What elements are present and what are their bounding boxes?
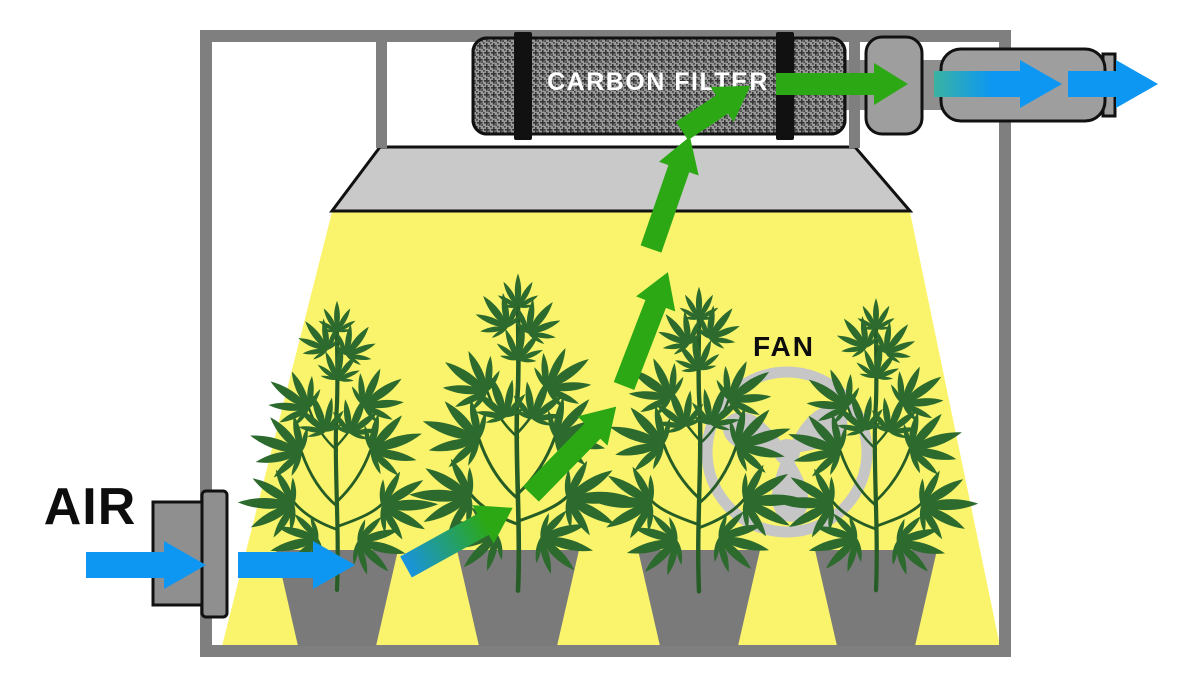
plant-pots bbox=[276, 550, 937, 646]
grow-light-reflector bbox=[329, 145, 914, 213]
airflow-transition-arrow bbox=[400, 505, 513, 578]
green-airflow-arrows bbox=[523, 63, 908, 502]
blue-air-arrows bbox=[86, 60, 1158, 589]
airflow-up-arrow bbox=[640, 136, 699, 253]
tent-floor bbox=[200, 645, 1011, 657]
air-inflow-arrow bbox=[238, 541, 355, 589]
fan-blades bbox=[717, 399, 848, 528]
carbon-filter-assembly: CARBON FILTER bbox=[471, 32, 870, 140]
intake-plate bbox=[200, 489, 229, 619]
duct-airflow-arrow bbox=[934, 60, 1062, 108]
air-label: AIR bbox=[44, 478, 137, 536]
plant-pot bbox=[638, 550, 760, 646]
fan-ring bbox=[701, 366, 873, 538]
filter-strap bbox=[514, 32, 532, 140]
airflow-up-arrow bbox=[523, 406, 617, 502]
airflow-into-filter-arrow bbox=[675, 85, 751, 141]
air-outflow-arrow bbox=[1068, 60, 1158, 108]
fan-label: FAN bbox=[753, 331, 815, 362]
airflow-up-arrow bbox=[613, 272, 676, 390]
plant-pot bbox=[457, 550, 579, 646]
airflow-out-of-filter-arrow bbox=[776, 63, 908, 105]
plant-pot bbox=[815, 550, 937, 646]
air-inflow-arrow bbox=[86, 541, 206, 589]
hanger-bar bbox=[376, 42, 387, 148]
tent-right-wall bbox=[999, 30, 1011, 657]
fan-icon bbox=[701, 366, 873, 538]
